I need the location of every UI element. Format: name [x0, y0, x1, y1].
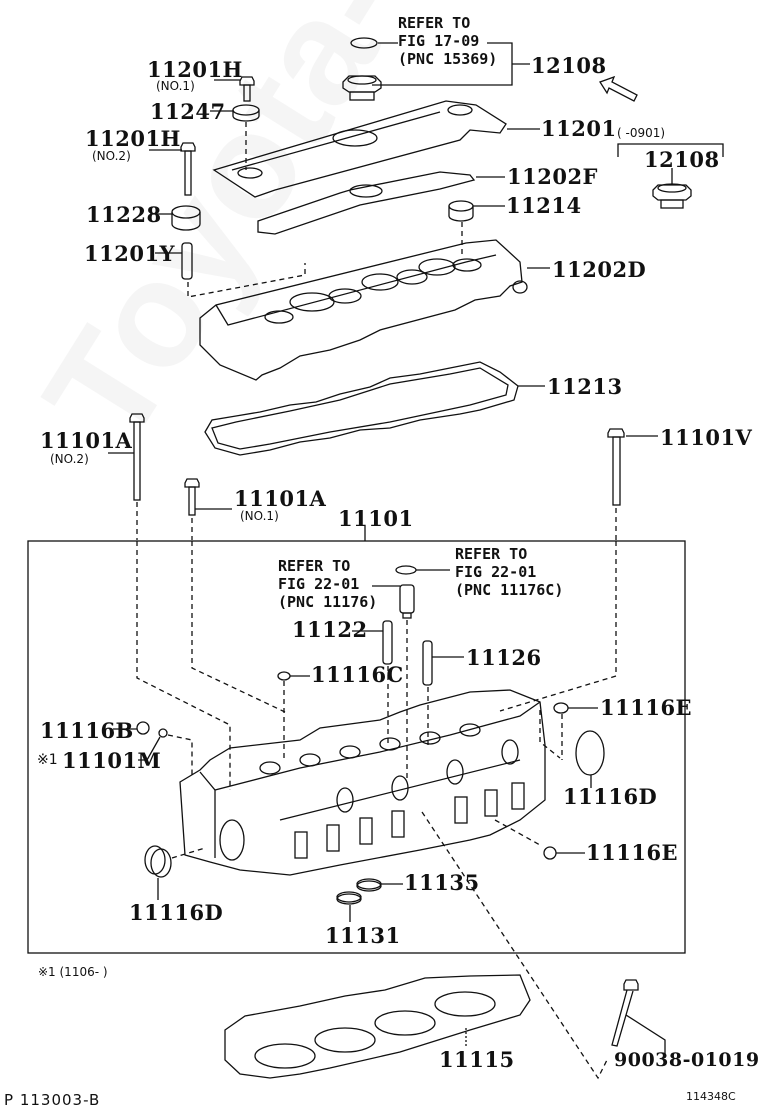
plug-11101m-icon[interactable]	[158, 728, 168, 738]
o-ring-15369-icon	[350, 37, 378, 49]
figure-id: 114348C	[686, 1090, 736, 1103]
footnote: ※1 (1106- )	[38, 965, 108, 979]
bolt-90038-01019-icon[interactable]	[611, 979, 639, 1047]
part-label-11201[interactable]: 11201	[541, 116, 617, 141]
part-label-11228[interactable]: 11228	[86, 202, 162, 227]
bolt-11201h-no2-icon[interactable]	[180, 142, 196, 196]
part-label-11116d-right[interactable]: 11116D	[563, 784, 658, 809]
gasket-11202f-icon[interactable]	[257, 171, 476, 235]
part-label-11101v[interactable]: 11101V	[660, 425, 753, 450]
head-bolt-11101a-no2-icon[interactable]	[129, 413, 145, 501]
group-label-11101[interactable]: 11101	[338, 506, 414, 531]
reference-note-fig-17-09[interactable]: REFER TO FIG 17-09 (PNC 15369)	[398, 14, 498, 68]
illustration-code: P 113003-B	[4, 1091, 101, 1109]
part-label-11126[interactable]: 11126	[466, 645, 542, 670]
cylinder-head-11101-icon[interactable]	[179, 689, 546, 876]
part-label-12108-top[interactable]: 12108	[531, 53, 607, 78]
part-label-11101m[interactable]: 11101M	[62, 748, 162, 773]
part-label-11247[interactable]: 11247	[150, 99, 226, 124]
part-label-12108-side[interactable]: 12108	[644, 147, 720, 172]
head-bolt-11101v-icon[interactable]	[607, 428, 625, 506]
head-gasket-11115-icon[interactable]	[224, 974, 531, 1079]
seal-plug-11116d-left-icon[interactable]	[144, 845, 172, 878]
seal-plug-11116d-right-icon[interactable]	[575, 730, 605, 776]
part-label-11201h-no1[interactable]: 11201H	[147, 57, 243, 82]
part-label-11101a-no2[interactable]: 11101A	[40, 428, 133, 453]
part-label-11202f[interactable]: 11202F	[507, 164, 598, 189]
part-label-11116e-bottom[interactable]: 11116E	[586, 840, 679, 865]
part-label-11116b[interactable]: 11116B	[40, 718, 134, 743]
part-label-11131[interactable]: 11131	[325, 923, 401, 948]
grommet-11214-icon[interactable]	[448, 200, 474, 222]
valve-guide-11126-icon[interactable]	[422, 640, 433, 686]
part-label-11116e-top[interactable]: 11116E	[600, 695, 693, 720]
part-label-11214[interactable]: 11214	[506, 193, 582, 218]
part-label-11202d[interactable]: 11202D	[552, 257, 647, 282]
cylinder-head-cover-11202d-icon[interactable]	[199, 239, 528, 381]
part-range-12108-side: ( -0901)	[617, 126, 666, 140]
seat-11135-icon[interactable]	[356, 878, 382, 892]
valve-guide-11122-icon[interactable]	[382, 620, 393, 665]
head-bolt-11101a-no1-icon[interactable]	[184, 478, 200, 516]
part-label-11201h-no2[interactable]: 11201H	[85, 126, 181, 151]
part-label-11116c[interactable]: 11116C	[311, 662, 404, 687]
seat-11131-icon[interactable]	[336, 891, 362, 905]
cylinder-head-assembly-box	[27, 540, 686, 954]
part-note-11101a-no1: (NO.1)	[240, 509, 279, 523]
plug-11116c-icon[interactable]	[277, 671, 291, 681]
part-note-no1: (NO.1)	[156, 79, 195, 93]
oil-filler-cap-icon[interactable]	[342, 75, 382, 101]
part-note-no2: (NO.2)	[92, 149, 131, 163]
plug-11116e-top-icon[interactable]	[553, 702, 569, 714]
part-label-11213[interactable]: 11213	[547, 374, 623, 399]
valve-lifter-11176-icon[interactable]	[399, 584, 415, 619]
part-label-11115[interactable]: 11115	[439, 1047, 515, 1072]
grommet-11247-icon[interactable]	[232, 104, 260, 122]
plug-11116b-icon[interactable]	[136, 721, 150, 735]
footnote-marker-1: ※1	[37, 752, 58, 768]
part-label-90038-01019[interactable]: 90038-01019(4)	[614, 1049, 760, 1071]
o-ring-11176c-icon	[395, 565, 417, 575]
plug-11116e-bottom-icon[interactable]	[543, 846, 557, 860]
part-label-11101a-no1[interactable]: 11101A	[234, 486, 327, 511]
part-label-11116d-left[interactable]: 11116D	[129, 900, 224, 925]
grommet-11228-icon[interactable]	[171, 205, 201, 231]
part-note-11101a-no2: (NO.2)	[50, 452, 89, 466]
direction-arrow-icon	[599, 75, 638, 102]
part-label-11135[interactable]: 11135	[404, 870, 480, 895]
cover-gasket-11213-icon[interactable]	[204, 361, 519, 456]
sleeve-11201y-icon[interactable]	[181, 242, 193, 280]
part-label-11201y[interactable]: 11201Y	[84, 241, 176, 266]
reference-note-fig-22-01-pnc-11176c[interactable]: REFER TO FIG 22-01 (PNC 11176C)	[455, 545, 564, 599]
part-label-11122[interactable]: 11122	[292, 617, 368, 642]
reference-note-fig-22-01-pnc-11176[interactable]: REFER TO FIG 22-01 (PNC 11176)	[278, 557, 378, 611]
bolt-11201h-no1-icon[interactable]	[239, 76, 255, 102]
engine-cover-11201-icon[interactable]	[212, 100, 507, 198]
